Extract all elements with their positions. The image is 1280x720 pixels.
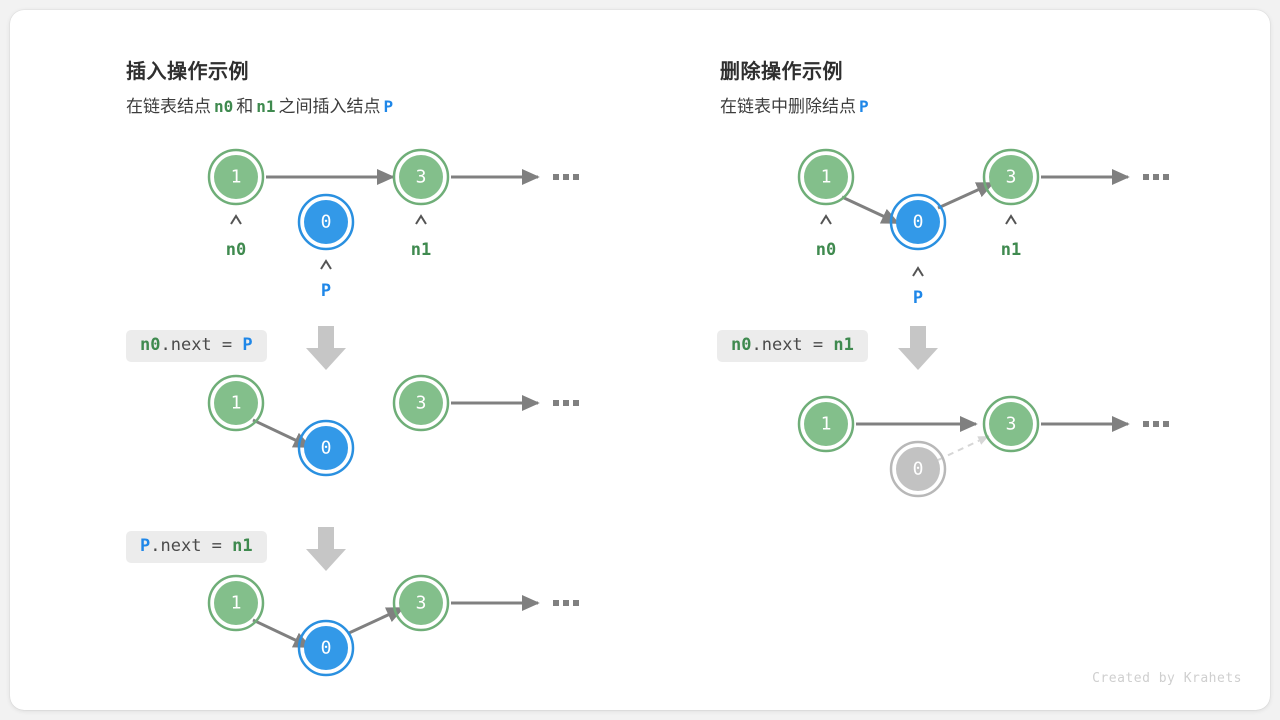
insert-subtitle-text-1: 在链表结点 (126, 97, 211, 116)
insert-subtitle-text-3: 之间插入结点 (278, 97, 381, 116)
code-token-n0: n0 (140, 335, 161, 355)
code-token-next-assign-del: .next = (751, 335, 834, 355)
code-label-insert-step1: n0.next = P (126, 330, 267, 362)
code-token-p2: P (140, 536, 151, 556)
insert-subtitle-n0: n0 (214, 97, 234, 116)
code-label-insert-step2: P.next = n1 (126, 531, 267, 563)
code-token-n0-del: n0 (731, 335, 752, 355)
code-token-p: P (242, 335, 253, 355)
credit-text: Created by Krahets (1092, 671, 1242, 686)
insert-subtitle-n1: n1 (256, 97, 276, 116)
code-token-next-assign-2: .next = (150, 536, 233, 556)
insert-panel-title: 插入操作示例 (126, 61, 249, 83)
code-token-n1: n1 (232, 536, 253, 556)
insert-subtitle-text-2: 和 (236, 97, 254, 116)
code-token-next-assign: .next = (160, 335, 243, 355)
delete-subtitle-text-1: 在链表中删除结点 (720, 97, 856, 116)
code-label-delete-step1: n0.next = n1 (717, 330, 868, 362)
insert-subtitle-p: P (383, 97, 394, 116)
delete-subtitle-p: P (859, 97, 869, 116)
code-token-n1-del: n1 (833, 335, 854, 355)
delete-panel-title: 删除操作示例 (720, 61, 843, 83)
